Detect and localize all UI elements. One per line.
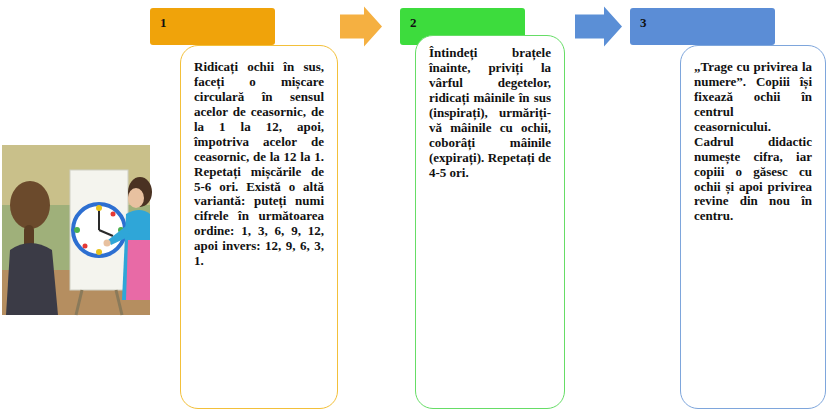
- block-arrow: [340, 7, 382, 47]
- step-number: 1: [150, 8, 275, 38]
- step-description-box: Întindeți brațele înainte, priviți la vâ…: [415, 35, 565, 409]
- step-text: „Trage cu privirea la numere”. Copiii îș…: [694, 60, 812, 224]
- block-arrow: [575, 7, 622, 47]
- step-text: Ridicați ochii în sus, faceți o mișcare …: [194, 60, 324, 269]
- children-photo: [2, 145, 152, 315]
- step-number-tab: 3: [630, 8, 775, 45]
- step-number: 3: [630, 8, 775, 38]
- step-description-box: „Trage cu privirea la numere”. Copiii îș…: [680, 45, 826, 409]
- step-text: Întindeți brațele înainte, priviți la vâ…: [429, 46, 551, 180]
- step-number: 2: [400, 8, 525, 38]
- step-number-tab: 1: [150, 8, 275, 45]
- step-description-box: Ridicați ochii în sus, faceți o mișcare …: [180, 45, 338, 409]
